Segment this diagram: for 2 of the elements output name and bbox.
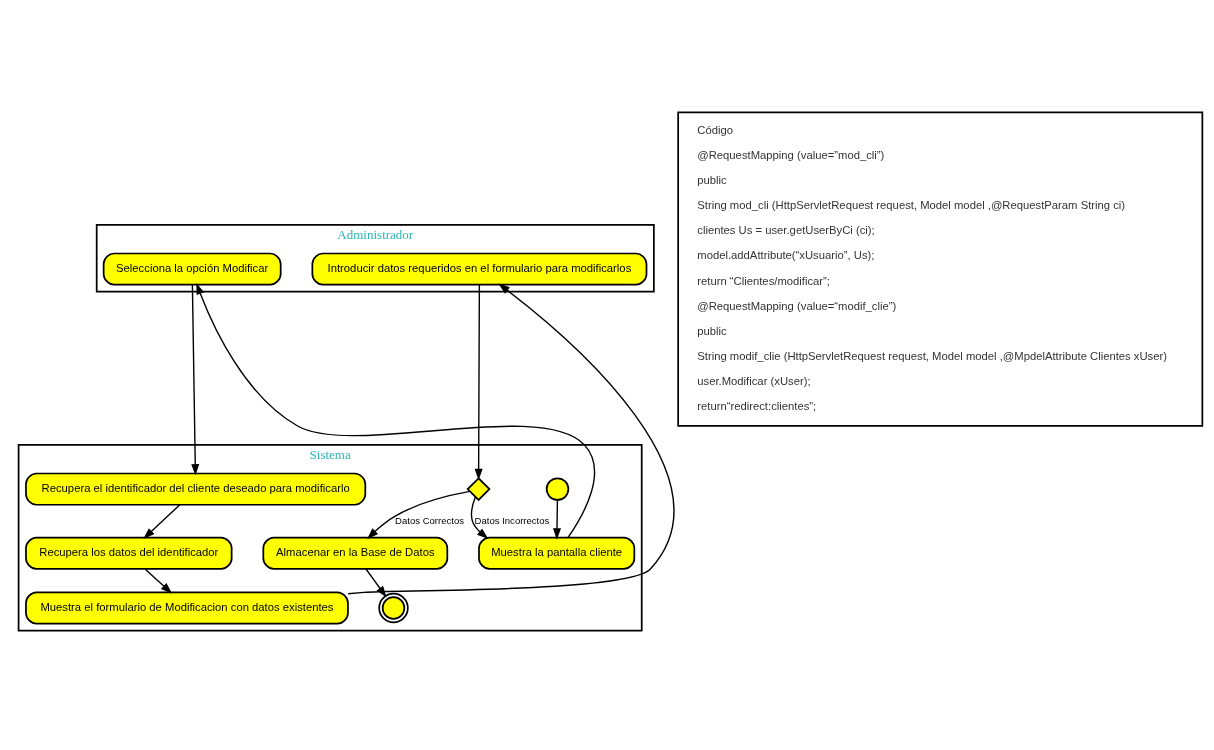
edge-label: Datos Correctos: [395, 514, 464, 526]
edge-label: Datos Incorrectos: [474, 514, 550, 526]
